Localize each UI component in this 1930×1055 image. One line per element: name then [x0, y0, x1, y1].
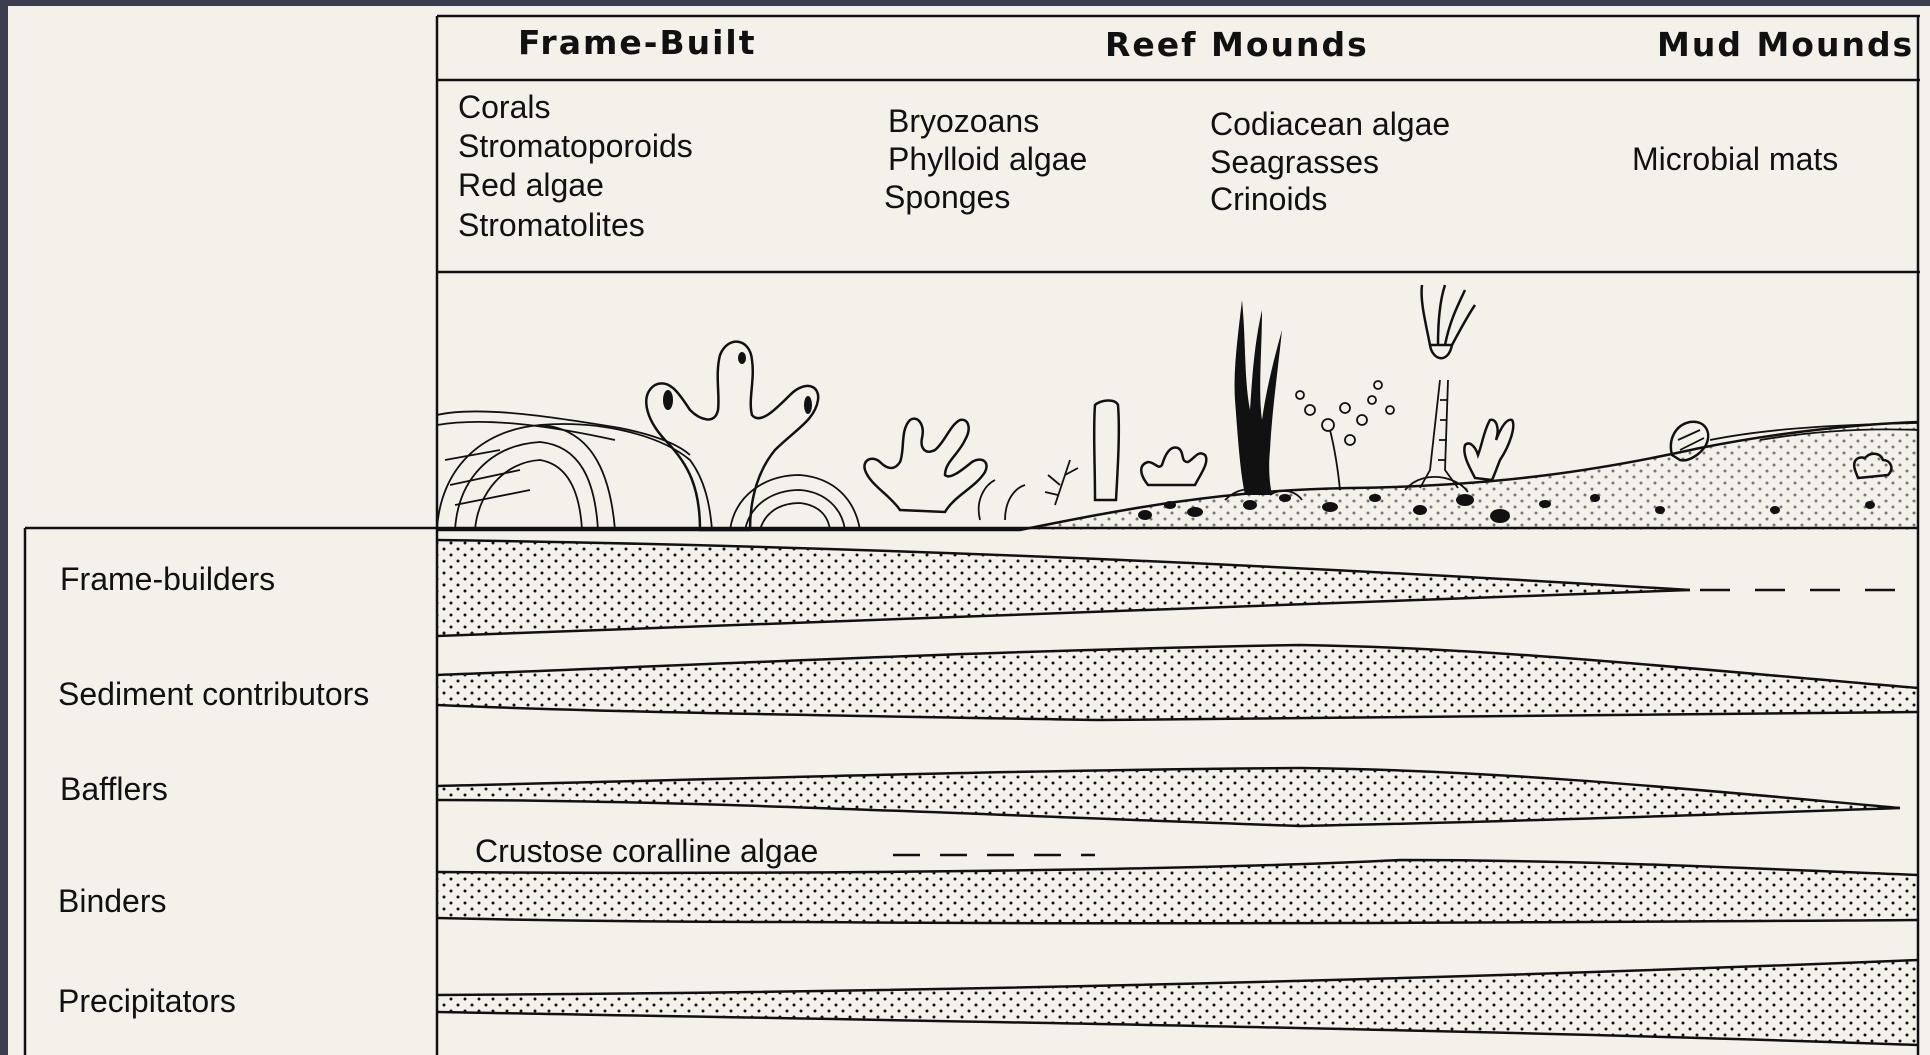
organism-label: Seagrasses	[1210, 144, 1379, 180]
organism-label: Bryozoans	[888, 103, 1039, 139]
role-label-frame-builders: Frame-builders	[60, 561, 275, 597]
organism-label: Stromatoporoids	[458, 128, 693, 164]
organism-label: Microbial mats	[1632, 141, 1838, 177]
organism-list-frame-built: Corals Stromatoporoids Red algae Stromat…	[458, 89, 693, 243]
organism-list-bryozoan-group: Bryozoans Phylloid algae Sponges	[884, 103, 1087, 215]
organism-label: Crinoids	[1210, 181, 1327, 217]
header-frame-built: Frame-Built	[518, 23, 756, 62]
organism-label: Sponges	[884, 179, 1010, 215]
wedge-frame-builders	[437, 540, 1895, 636]
organism-label: Phylloid algae	[888, 141, 1087, 177]
role-label-binders: Binders	[58, 883, 167, 919]
header-mud-mounds: Mud Mounds	[1657, 25, 1914, 64]
wedge-sediment-contributors	[437, 645, 1918, 720]
crinoid-icon	[1405, 285, 1475, 492]
wedge-bafflers	[437, 768, 1900, 826]
wedge-binders: Crustose coralline algae	[437, 833, 1918, 923]
role-labels: Frame-builders Sediment contributors Baf…	[58, 561, 369, 1019]
organism-label: Red algae	[458, 167, 604, 203]
header-reef-mounds: Reef Mounds	[1105, 25, 1369, 64]
organism-list-mud-mound: Microbial mats	[1632, 141, 1838, 177]
seagrass-icon	[1235, 300, 1282, 495]
organism-label: Corals	[458, 89, 550, 125]
role-label-sediment-contributors: Sediment contributors	[58, 676, 369, 712]
small-branching-icon	[1141, 447, 1206, 485]
phylloid-algae-icon	[1045, 460, 1078, 505]
binders-note: Crustose coralline algae	[475, 833, 818, 869]
role-label-bafflers: Bafflers	[60, 771, 168, 807]
wedge-precipitators	[437, 960, 1918, 1045]
branching-coral-icon	[646, 342, 818, 530]
bryozoan-icon	[864, 419, 986, 512]
role-label-precipitators: Precipitators	[58, 983, 236, 1019]
codiacean-algae-icon	[1296, 381, 1394, 490]
organism-label: Codiacean algae	[1210, 106, 1450, 142]
small-bryozoan-icon	[1464, 420, 1513, 480]
organism-list-codiacean-group: Codiacean algae Seagrasses Crinoids	[1210, 106, 1450, 217]
organism-label: Stromatolites	[458, 207, 645, 243]
sponge-icon	[1094, 400, 1119, 500]
reef-profile-illustration	[437, 285, 1918, 530]
